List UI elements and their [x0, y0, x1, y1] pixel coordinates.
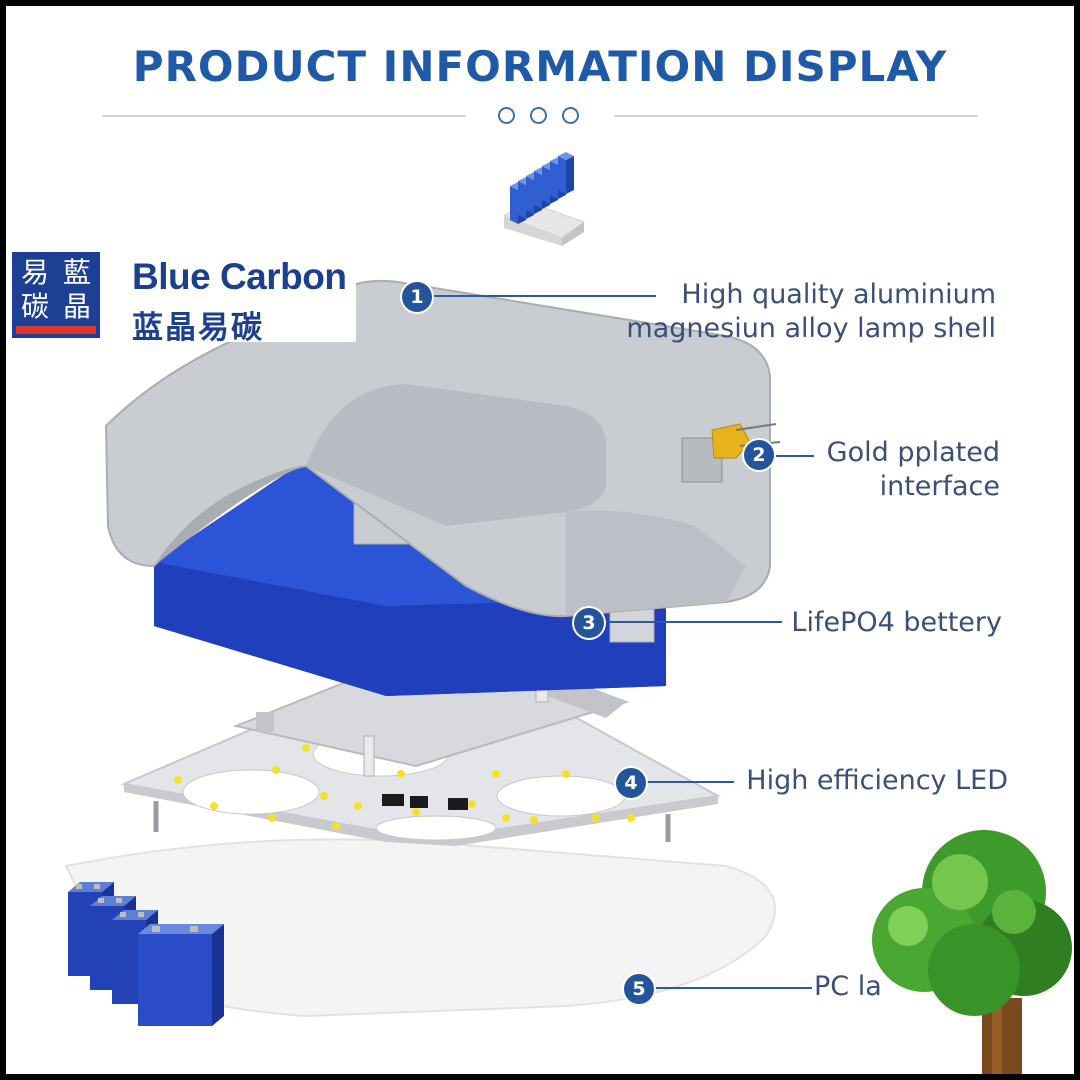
- seal-tagline-band: [16, 326, 96, 334]
- product-poster: PRODUCT INFORMATION DISPLAY: [6, 6, 1074, 1074]
- callout-4-badge: 4: [616, 768, 646, 798]
- pc-lampshade: [64, 838, 776, 1018]
- title-divider-left: [102, 115, 466, 117]
- callout-4-line: High efficiency LED: [746, 765, 1008, 796]
- callout-2-label: Gold pplated interface: [796, 436, 1000, 504]
- callout-1-badge: 1: [402, 282, 432, 312]
- seal-glyph: 晶: [62, 290, 91, 323]
- callout-3-line: LifePO4 bettery: [791, 607, 1002, 638]
- callout-1-line: magnesiun alloy lamp shell: [626, 313, 996, 344]
- callout-5-badge: 5: [624, 974, 654, 1004]
- seal-glyph: 碳: [20, 290, 49, 323]
- aluminium-shell: [104, 279, 771, 618]
- brand-name-chinese: 蓝晶易碳: [132, 310, 264, 346]
- brand-seal-logo: 易 藍 碳 晶: [12, 252, 100, 338]
- ornament-dot: [562, 107, 579, 124]
- page-title: PRODUCT INFORMATION DISPLAY: [132, 42, 948, 91]
- ornament-dot: [530, 107, 547, 124]
- callout-3-label: LifePO4 bettery: [766, 606, 1002, 640]
- title-ornament-dots: [498, 107, 584, 125]
- battery-cells-image: [68, 882, 224, 1026]
- callout-2-line: interface: [879, 471, 1000, 502]
- seal-glyph: 藍: [62, 256, 91, 289]
- exploded-lamp-illustration: [64, 279, 814, 1018]
- battery-pack-thumbnail: [502, 152, 586, 246]
- brand-logo-block: 易 藍 碳 晶 Blue Carbon 蓝晶易碳: [6, 244, 356, 346]
- callout-2-badge: 2: [744, 440, 774, 470]
- callout-leader-lines: [434, 295, 814, 989]
- tree-image: [872, 830, 1072, 1074]
- callout-5-line: PC la: [814, 971, 882, 1002]
- callout-3-badge: 3: [574, 608, 604, 638]
- brand-name-english: Blue Carbon: [132, 256, 347, 297]
- callout-1-label: High quality aluminium magnesiun alloy l…: [566, 278, 996, 346]
- callout-1-line: High quality aluminium: [681, 279, 996, 310]
- callout-4-label: High efficiency LED: [736, 764, 1008, 798]
- seal-glyph: 易: [20, 256, 49, 289]
- ornament-dot: [498, 107, 515, 124]
- title-divider-right: [614, 115, 978, 117]
- callout-5-label: PC la: [814, 970, 900, 1004]
- callout-2-line: Gold pplated: [826, 437, 1000, 468]
